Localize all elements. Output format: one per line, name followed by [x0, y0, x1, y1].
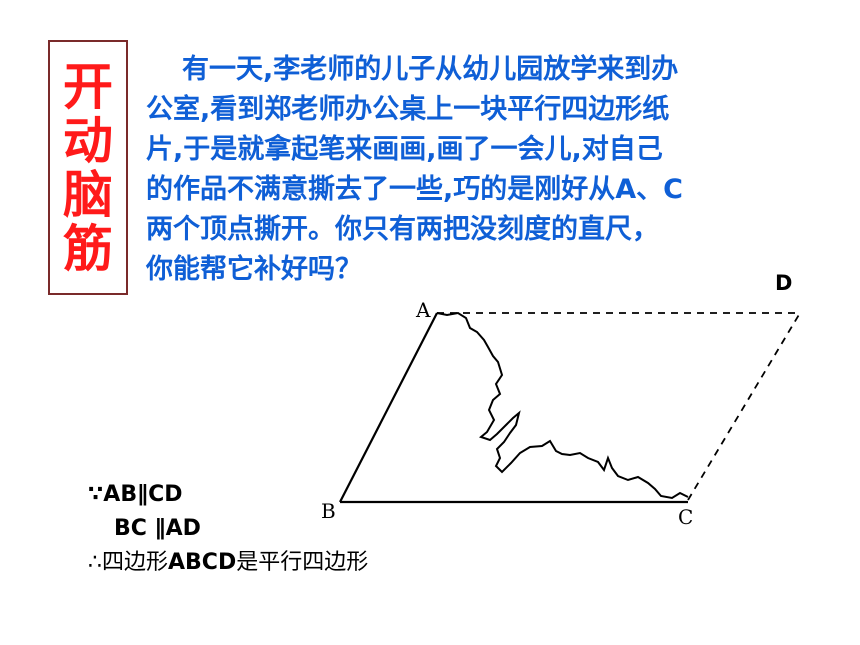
- title-box: 开 动 脑 筋: [48, 40, 128, 295]
- story-line: 片,于是就拿起笔来画画,画了一会儿,对自己: [146, 134, 663, 165]
- proof-line-1: ∵AB∥CD: [88, 482, 183, 507]
- story-line: 的作品不满意撕去了一些,巧的是刚好从A、C: [146, 174, 683, 205]
- story-line: 有一天,李老师的儿子从幼儿园放学来到办: [182, 54, 679, 85]
- dashed-edge-cd: [687, 312, 801, 501]
- title-char: 脑: [63, 165, 113, 224]
- proof-line-3-bold: ABCD: [168, 550, 237, 575]
- vertex-label-a: A: [415, 298, 431, 322]
- vertex-label-d: D: [775, 271, 792, 295]
- story-line: 两个顶点撕开。你只有两把没刻度的直尺，: [146, 214, 659, 245]
- edge-ab: [339, 312, 438, 503]
- vertex-label-c: C: [678, 505, 693, 529]
- story-line: 公室,看到郑老师办公桌上一块平行四边形纸: [146, 94, 670, 125]
- proof-line-3: ∴四边形ABCD是平行四边形: [88, 546, 368, 580]
- title-char: 筋: [63, 219, 113, 278]
- story-line: 你能帮它补好吗？: [146, 254, 362, 285]
- vertex-label-b: B: [321, 499, 336, 523]
- proof-line-2: BC ∥AD: [114, 516, 201, 541]
- proof-line-3-prefix: ∴四边形: [88, 550, 168, 575]
- proof-block: ∵AB∥CD BC ∥AD ∴四边形ABCD是平行四边形: [88, 478, 368, 580]
- title-char: 动: [63, 111, 113, 170]
- title-char: 开: [63, 57, 113, 116]
- torn-edge: [436, 311, 689, 500]
- proof-line-3-suffix: 是平行四边形: [236, 550, 369, 575]
- story-text: 有一天,李老师的儿子从幼儿园放学来到办 公室,看到郑老师办公桌上一块平行四边形纸…: [146, 50, 826, 290]
